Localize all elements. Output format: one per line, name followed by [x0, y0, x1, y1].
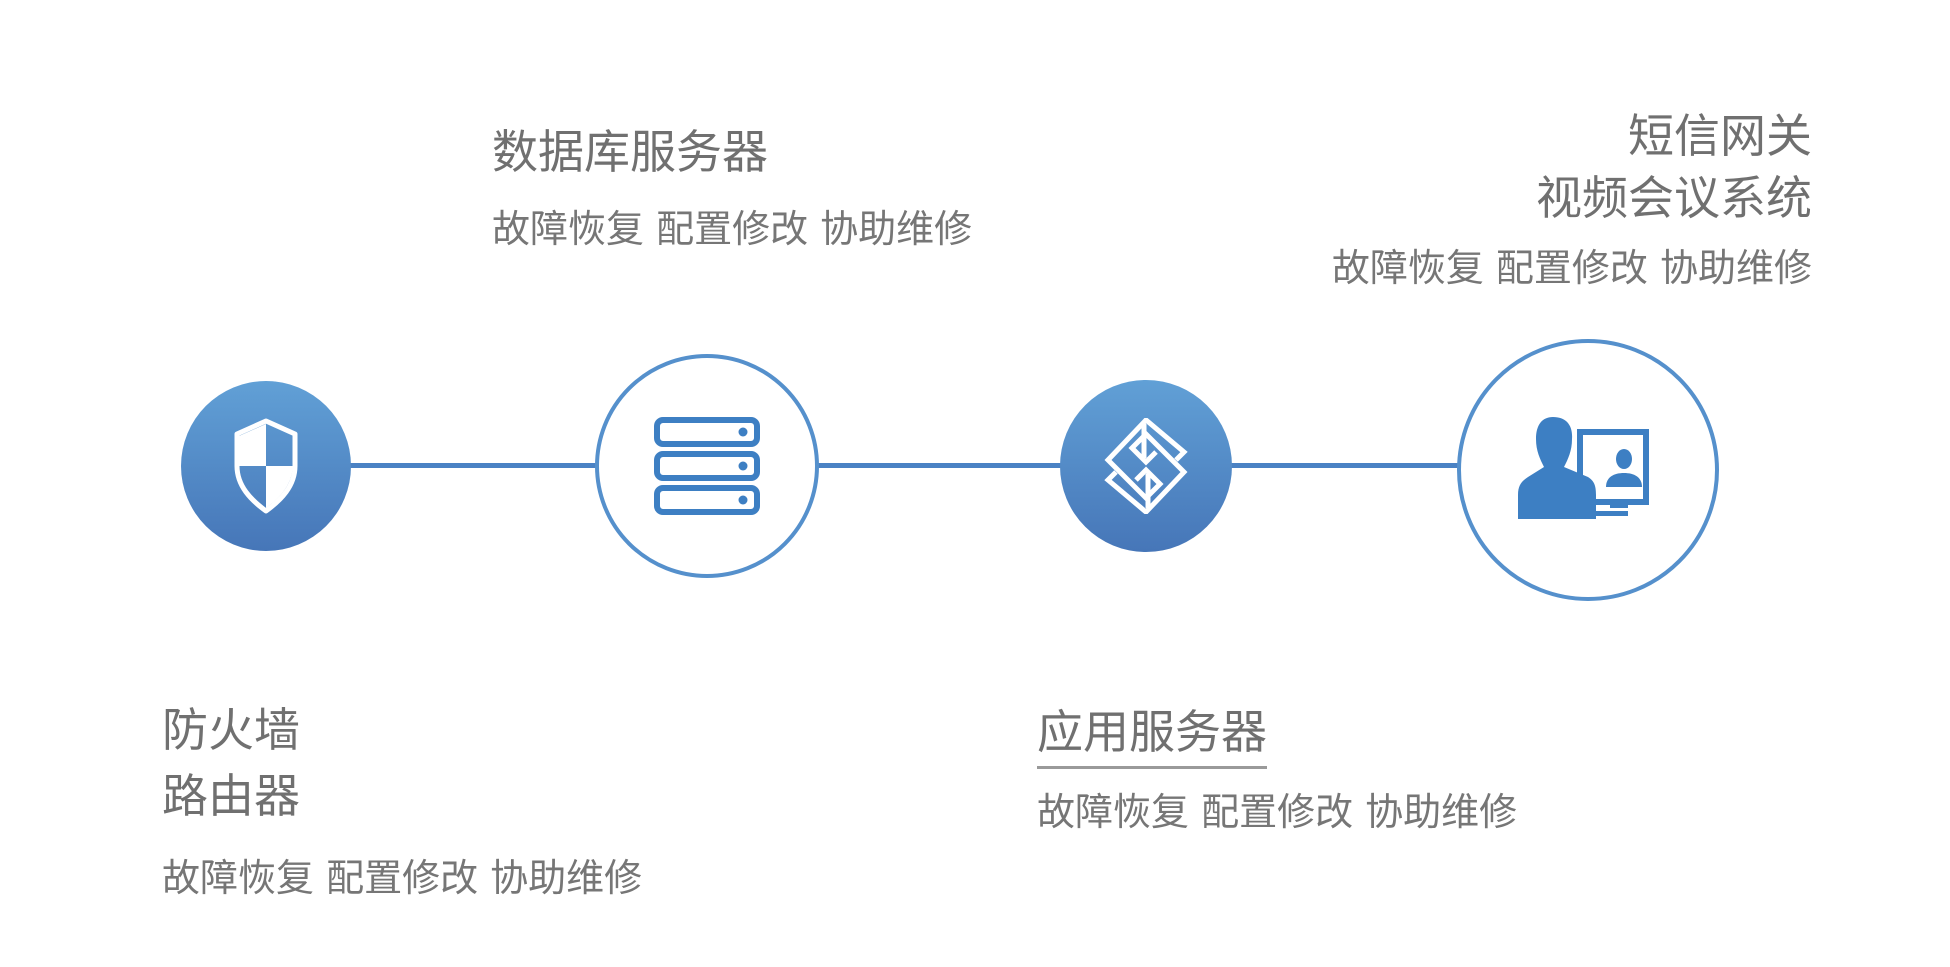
- shield-icon: [234, 418, 298, 514]
- gateway-services: 故障恢复 配置修改 协助维修: [1331, 246, 1812, 290]
- app-server-node[interactable]: [1060, 380, 1232, 552]
- gateway-title-1: 短信网关: [1628, 109, 1812, 163]
- app-server-services: 故障恢复 配置修改 协助维修: [1037, 790, 1518, 834]
- video-conference-icon: [1518, 417, 1649, 519]
- app-server-title: 应用服务器: [1037, 702, 1267, 769]
- firewall-title-2: 路由器: [162, 769, 300, 823]
- firewall-services: 故障恢复 配置修改 协助维修: [162, 856, 643, 900]
- firewall-node[interactable]: [181, 381, 351, 551]
- gateway-node[interactable]: [1457, 339, 1719, 601]
- server-stack-icon: [654, 417, 760, 515]
- connector-line: [350, 463, 1460, 468]
- firewall-title-1: 防火墙: [162, 703, 300, 757]
- database-server-node[interactable]: [595, 354, 819, 578]
- database-services: 故障恢复 配置修改 协助维修: [492, 207, 973, 251]
- database-title: 数据库服务器: [492, 125, 768, 179]
- diamond-s-icon: [1104, 418, 1188, 514]
- gateway-title-2: 视频会议系统: [1536, 171, 1812, 225]
